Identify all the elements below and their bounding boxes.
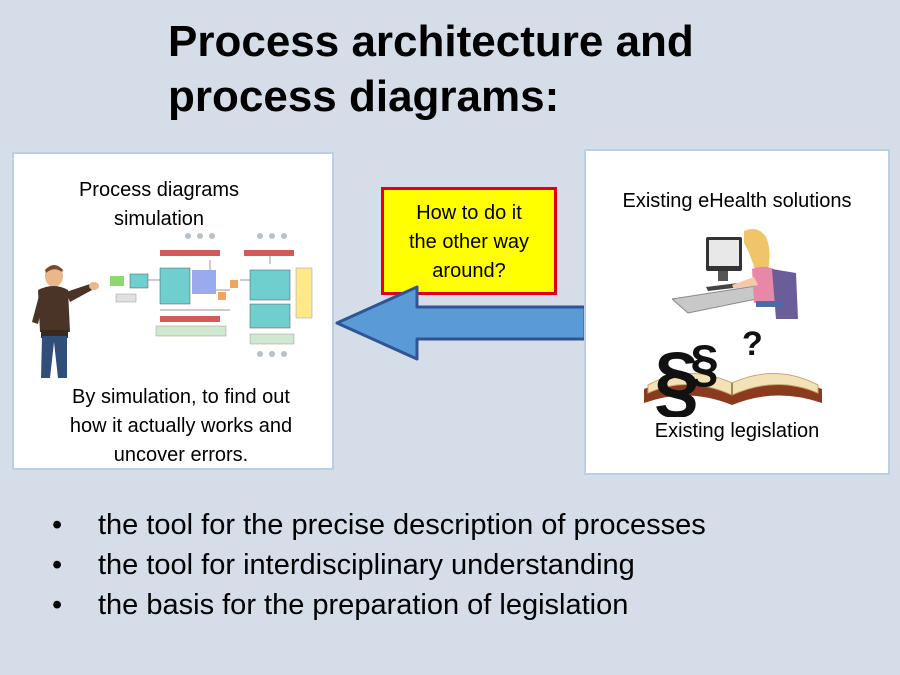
- svg-text:§: §: [690, 335, 719, 393]
- callout-line3: around?: [432, 260, 506, 282]
- bullet-dot: •: [52, 509, 63, 541]
- simulation-caption-line3: uncover errors.: [113, 444, 249, 466]
- list-item: • the tool for the precise description of…: [52, 505, 706, 545]
- bullet-dot: •: [52, 549, 63, 581]
- question-callout: How to do it the other way around?: [381, 187, 557, 295]
- computer-user-icon: [672, 229, 798, 319]
- slide-title-line1: Process architecture and: [168, 17, 694, 66]
- left-arrow: [335, 285, 587, 361]
- svg-text:§: §: [654, 336, 700, 417]
- slide-title-line2: process diagrams:: [168, 72, 560, 121]
- existing-solutions-panel: Existing eHealth solutions § § ? Existin…: [584, 149, 890, 475]
- bullet-text: the basis for the preparation of legisla…: [98, 589, 629, 621]
- law-book-icon: § § ?: [644, 325, 822, 417]
- simulation-heading: Process diagrams simulation: [14, 176, 304, 234]
- simulation-caption: By simulation, to find out how it actual…: [14, 383, 348, 470]
- ehealth-label: Existing eHealth solutions: [622, 190, 852, 212]
- slide-title: Process architecture and process diagram…: [168, 14, 848, 124]
- bullet-dot: •: [52, 589, 63, 621]
- callout-line1: How to do it: [416, 202, 522, 224]
- simulation-caption-line2: how it actually works and: [69, 415, 293, 437]
- presenter-icon: [32, 265, 99, 378]
- simulation-panel: Process diagrams simulation: [12, 152, 334, 470]
- bullet-text: the tool for the precise description of …: [98, 509, 706, 541]
- legislation-label: Existing legislation: [654, 420, 820, 442]
- list-item: • the tool for interdisciplinary understa…: [52, 545, 706, 585]
- callout-line2: the other way: [408, 231, 530, 253]
- simulation-caption-line1: By simulation, to find out: [72, 386, 290, 408]
- svg-text:?: ?: [742, 325, 763, 363]
- process-diagram-icon: [110, 233, 313, 357]
- list-item: • the basis for the preparation of legisl…: [52, 585, 706, 625]
- simulation-heading-line1: Process diagrams: [78, 179, 240, 201]
- bullet-list: • the tool for the precise description of…: [52, 505, 706, 625]
- simulation-heading-line2: simulation: [113, 208, 205, 230]
- bullet-text: the tool for interdisciplinary understan…: [98, 549, 635, 581]
